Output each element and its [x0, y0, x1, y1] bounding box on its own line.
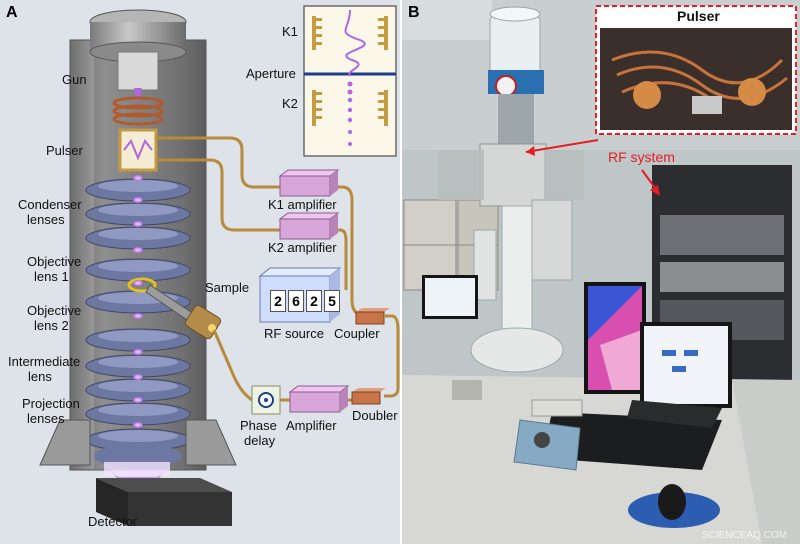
- rf-source-display: 2 6 2 5: [270, 290, 340, 312]
- amplifier-box: [288, 385, 350, 413]
- k1-amplifier-box: [278, 169, 340, 197]
- k2-amplifier-box: [278, 212, 340, 240]
- microscope-schematic: [39, 5, 400, 526]
- intermediate-label-1: Intermediate: [8, 354, 81, 369]
- lab-photo-rendering: [402, 0, 800, 544]
- objective1-label-1: Objective: [27, 254, 82, 269]
- condenser-label-1: Condenser: [18, 197, 82, 212]
- sample-label: Sample: [205, 280, 250, 295]
- panel-a-schematic: 2 6 2 5 A Gun Pulser Condenser lenses Ob…: [0, 0, 400, 544]
- rf-digit: 2: [270, 290, 286, 312]
- objective1-label-2: lens 1: [34, 269, 69, 284]
- rf-digit: 6: [288, 290, 304, 312]
- monitor-right: [640, 322, 732, 408]
- coupler-box: [355, 308, 390, 325]
- tem-column: [438, 6, 584, 373]
- projection-label-2: lenses: [27, 411, 65, 426]
- phase-delay-box: [251, 385, 281, 415]
- watermark: SCIENCEAQ.COM: [702, 530, 788, 541]
- projection-label-1: Projection: [22, 396, 80, 411]
- rf-system-label: RF system: [608, 149, 675, 165]
- gun-tip-icon: [134, 88, 142, 104]
- phase-label-2: delay: [244, 433, 276, 448]
- doubler-label: Doubler: [352, 408, 398, 423]
- panel-b-photo: B Pulser RF system SCIENCEAQ.COM: [402, 0, 800, 544]
- condenser-label-2: lenses: [27, 212, 65, 227]
- coupler-label: Coupler: [334, 326, 380, 341]
- detector-icon: [96, 478, 232, 526]
- k1-amplifier-label: K1 amplifier: [268, 197, 337, 212]
- pulser-cavity: [118, 128, 158, 172]
- electron-beam: [133, 175, 143, 428]
- amplifier-label: Amplifier: [286, 418, 337, 433]
- k2-plates: [312, 90, 388, 126]
- keyboard-icon: [542, 412, 722, 470]
- inset-k1-label: K1: [282, 24, 298, 39]
- doubler-box: [351, 388, 386, 405]
- pulser-pointer-arrow: [525, 139, 599, 153]
- k2-amplifier-label: K2 amplifier: [268, 240, 337, 255]
- panel-letter: B: [408, 4, 420, 21]
- objective2-label-1: Objective: [27, 303, 82, 318]
- inset-aperture-label: Aperture: [246, 66, 296, 81]
- monitor-center: [584, 282, 646, 394]
- rf-digit: 5: [324, 290, 340, 312]
- rf-cables: [156, 136, 400, 402]
- phase-label-1: Phase: [240, 418, 277, 433]
- panel-letter: A: [6, 4, 18, 21]
- monitor-left: [422, 275, 478, 319]
- sample-ring: [127, 277, 157, 293]
- rf-digit: 2: [306, 290, 322, 312]
- gun-label: Gun: [62, 72, 87, 87]
- pulser-inset-title: Pulser: [677, 8, 720, 24]
- inset-k2-label: K2: [282, 96, 298, 111]
- k1-plates: [312, 16, 388, 50]
- gun-coil-icon: [112, 96, 164, 126]
- intermediate-label-2: lens: [28, 369, 52, 384]
- rf-source-label: RF source: [264, 326, 324, 341]
- detector-label: Detector: [88, 514, 138, 529]
- pulser-label: Pulser: [46, 143, 83, 158]
- mouse-icon: [658, 484, 686, 520]
- objective2-label-2: lens 2: [34, 318, 69, 333]
